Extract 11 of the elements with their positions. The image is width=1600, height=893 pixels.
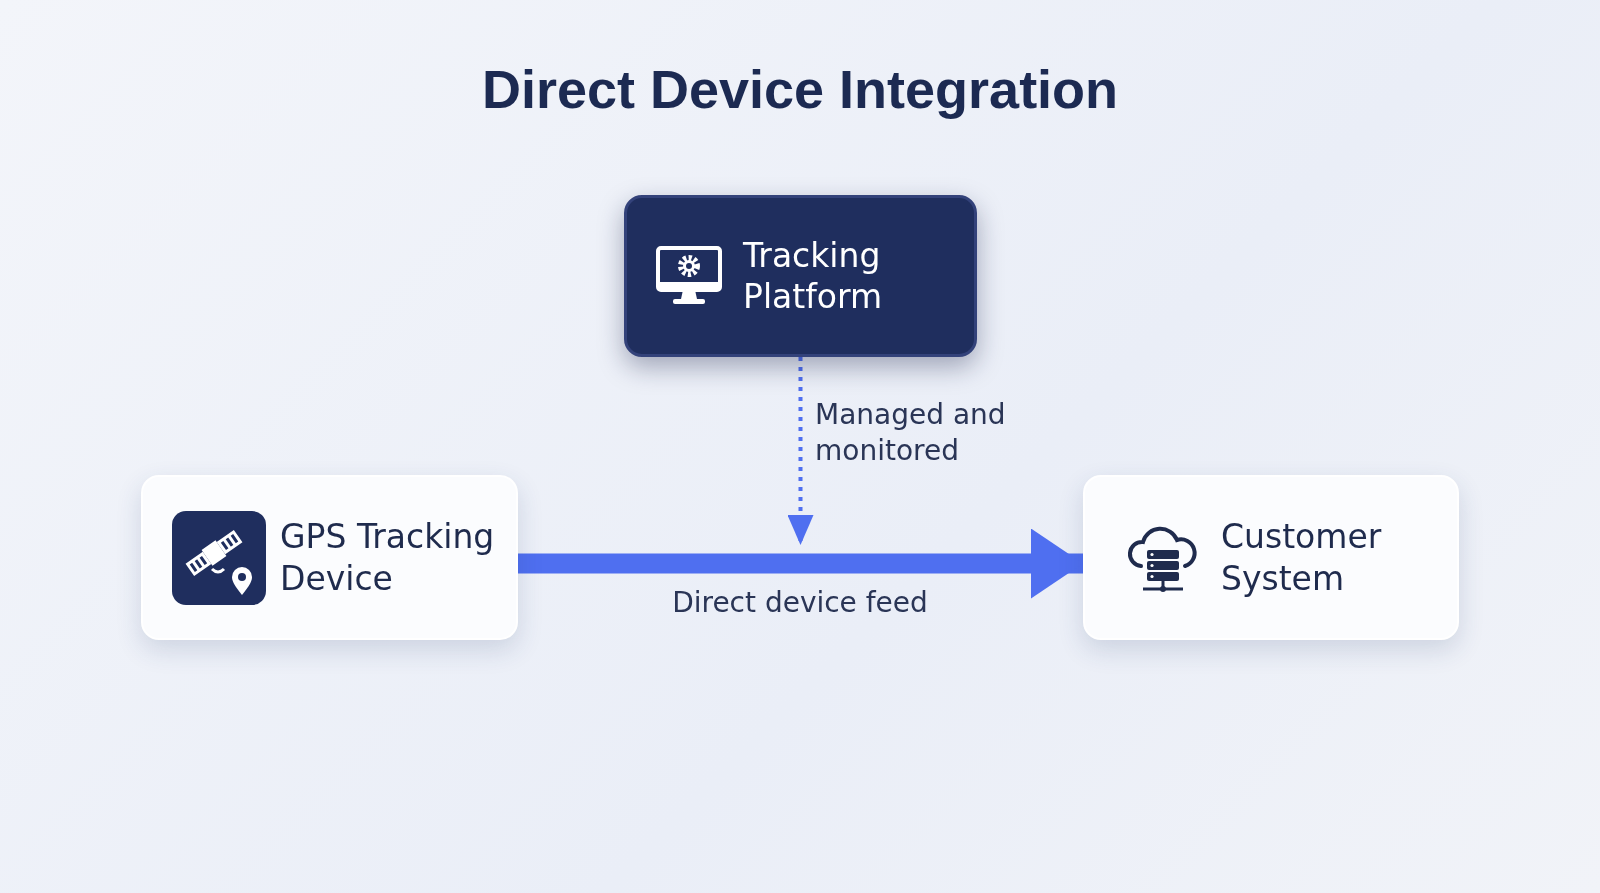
dotted-arrow [787,357,814,545]
system-card [141,475,518,640]
arrow [518,528,1083,599]
edge-label: Managed and monitored [815,397,1007,469]
node-label: GPS Tracking Device [280,516,496,599]
platform-box [624,195,977,357]
diagram-title: Direct Device Integration [480,58,1120,120]
edge-label: Direct device feed [671,585,929,621]
system-card [1083,475,1459,640]
node-label: Customer System [1221,516,1383,599]
node-label: Tracking Platform [743,234,884,318]
